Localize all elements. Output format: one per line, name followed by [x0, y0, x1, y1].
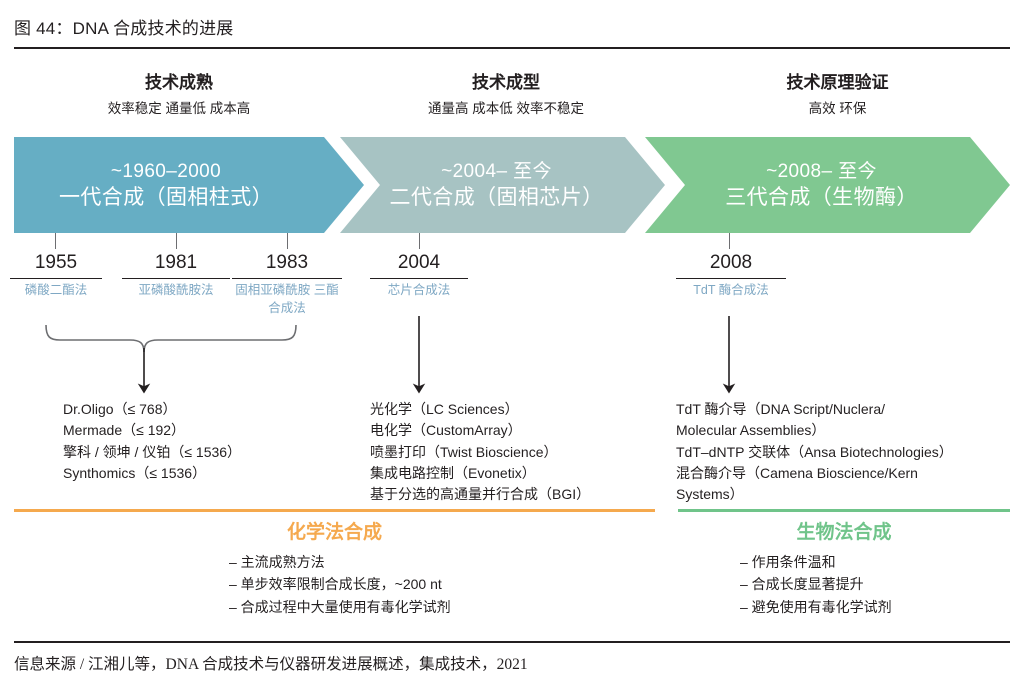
- phase-title: 技术成型: [472, 73, 540, 92]
- item-list-gen2: 光化学（LC Sciences） 电化学（CustomArray） 喷墨打印（T…: [370, 399, 660, 505]
- footer-divider: [14, 641, 1010, 643]
- tick-1955: [55, 233, 56, 249]
- banner-gen1: ~1960–2000 一代合成（固相柱式）: [14, 137, 364, 233]
- list-item: Synthomics（≤ 1536）: [63, 464, 207, 481]
- summary-divider-biological: [678, 509, 1010, 512]
- list-item: TdT–dNTP 交联体（Ansa Biotechnologies）: [676, 443, 953, 460]
- banner-gen3: ~2008– 至今 三代合成（生物酶）: [645, 137, 1010, 233]
- summary-title: 生物法合成: [796, 522, 892, 543]
- phase-title: 技术原理验证: [786, 73, 889, 92]
- figure-title: 图 44：DNA 合成技术的进展: [14, 19, 234, 38]
- milestone-year: 2004: [397, 252, 441, 273]
- list-item: 擎科 / 领坤 / 仪铂（≤ 1536）: [63, 443, 242, 460]
- summary-bullet: – 主流成熟方法: [229, 553, 325, 570]
- banner-year: ~1960–2000: [110, 160, 222, 182]
- summary-bullet: – 单步效率限制合成长度，~200 nt: [229, 576, 442, 593]
- milestone-method: 芯片合成法: [387, 282, 451, 297]
- list-item: 电化学（CustomArray）: [370, 422, 522, 439]
- item-list-gen3: TdT 酶介导（DNA Script/Nuclera/ Molecular As…: [676, 399, 1016, 505]
- tick-2004: [419, 233, 420, 249]
- banner-gen2: ~2004– 至今 二代合成（固相芯片）: [340, 137, 665, 233]
- summary-biological: 生物法合成 – 作用条件温和 – 合成长度显著提升 – 避免使用有毒化学试剂: [678, 520, 1010, 619]
- list-item: Molecular Assemblies）: [676, 422, 826, 439]
- list-item: Mermade（≤ 192）: [63, 422, 186, 439]
- summary-chemical: 化学法合成 – 主流成熟方法 – 单步效率限制合成长度，~200 nt – 合成…: [14, 520, 655, 619]
- phase-header-gen2: 技术成型 通量高 成本低 效率不稳定: [346, 72, 666, 120]
- banner-year: ~2004– 至今: [441, 160, 552, 182]
- milestone-method: TdT 酶合成法: [693, 282, 769, 297]
- list-item: Systems）: [676, 486, 744, 503]
- bracket-gen1: [45, 324, 297, 353]
- milestone-method: 磷酸二酯法: [24, 282, 88, 297]
- tick-2008: [729, 233, 730, 249]
- title-divider: [14, 47, 1010, 49]
- milestone-1955: 1955 磷酸二酯法: [10, 252, 102, 300]
- summary-bullet: – 合成过程中大量使用有毒化学试剂: [229, 598, 451, 615]
- milestone-1983: 1983 固相亚磷酰胺 三酯合成法: [232, 252, 342, 317]
- summary-bullet: – 合成长度显著提升: [740, 576, 864, 593]
- phase-title: 技术成熟: [145, 73, 213, 92]
- banner-name: 一代合成（固相柱式）: [59, 185, 273, 209]
- list-item: 基于分选的高通量并行合成（BGI）: [370, 486, 591, 503]
- tick-1983: [287, 233, 288, 249]
- item-list-gen1: Dr.Oligo（≤ 768） Mermade（≤ 192） 擎科 / 领坤 /…: [63, 399, 343, 484]
- banner-year: ~2008– 至今: [766, 160, 877, 182]
- list-item: 光化学（LC Sciences）: [370, 401, 519, 417]
- list-item: 混合酶介导（Camena Bioscience/Kern: [676, 464, 918, 481]
- milestone-method: 固相亚磷酰胺 三酯合成法: [235, 282, 339, 315]
- milestone-underline: [370, 277, 468, 279]
- banner-name: 二代合成（固相芯片）: [389, 185, 604, 209]
- summary-title: 化学法合成: [286, 522, 382, 543]
- milestone-underline: [232, 277, 342, 279]
- milestone-1981: 1981 亚磷酸酰胺法: [122, 252, 230, 300]
- source-note: 信息来源 / 江湘儿等，DNA 合成技术与仪器研发进展概述，集成技术，2021: [14, 656, 528, 673]
- phase-header-gen1: 技术成熟 效率稳定 通量低 成本高: [14, 72, 344, 120]
- milestone-underline: [676, 277, 786, 279]
- list-item: 集成电路控制（Evonetix）: [370, 464, 536, 481]
- milestone-year: 1981: [154, 252, 198, 273]
- list-item: TdT 酶介导（DNA Script/Nuclera/: [676, 401, 886, 417]
- phase-header-gen3: 技术原理验证 高效 环保: [665, 72, 1010, 120]
- milestone-method: 亚磷酸酰胺法: [138, 282, 214, 297]
- milestone-year: 1955: [34, 252, 78, 273]
- tick-1981: [176, 233, 177, 249]
- milestone-2008: 2008 TdT 酶合成法: [676, 252, 786, 300]
- milestone-underline: [10, 277, 102, 279]
- phase-subtitle: 高效 环保: [808, 100, 867, 116]
- phase-subtitle: 通量高 成本低 效率不稳定: [427, 100, 584, 116]
- summary-bullet: – 避免使用有毒化学试剂: [740, 598, 892, 615]
- summary-divider-chemical: [14, 509, 655, 512]
- banner-name: 三代合成（生物酶）: [725, 185, 918, 209]
- milestone-year: 1983: [265, 252, 309, 273]
- list-item: 喷墨打印（Twist Bioscience）: [370, 443, 558, 460]
- summary-bullet: – 作用条件温和: [740, 553, 836, 570]
- list-item: Dr.Oligo（≤ 768）: [63, 401, 177, 417]
- milestone-2004: 2004 芯片合成法: [370, 252, 468, 300]
- milestone-underline: [122, 277, 230, 279]
- milestone-year: 2008: [709, 252, 753, 273]
- phase-subtitle: 效率稳定 通量低 成本高: [107, 100, 251, 116]
